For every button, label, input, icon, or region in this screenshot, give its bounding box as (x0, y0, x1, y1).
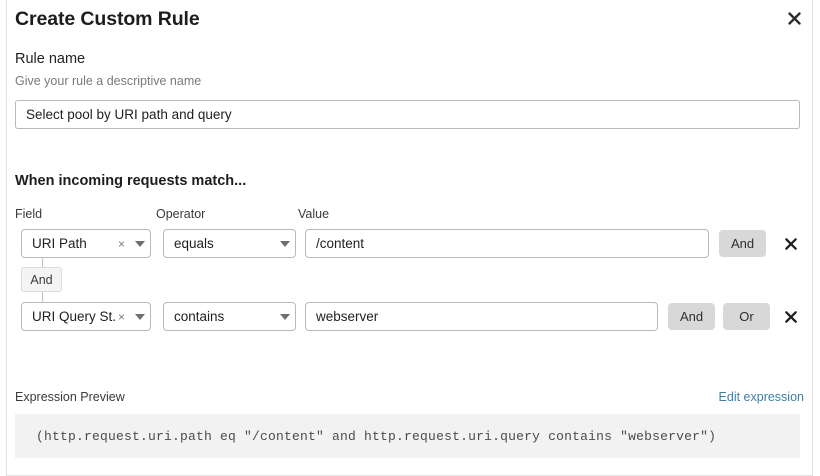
chevron-down-icon-row-2-field[interactable] (130, 313, 150, 320)
chevron-down-icon-row-2-operator[interactable] (275, 313, 295, 320)
field-select-row-1[interactable]: URI Path × (21, 229, 151, 258)
and-button-row-1[interactable]: And (719, 230, 766, 257)
conditions-heading: When incoming requests match... (15, 173, 247, 189)
expression-preview-box: (http.request.uri.path eq "/content" and… (15, 414, 800, 458)
dialog-title: Create Custom Rule (15, 8, 200, 30)
operator-select-row-1-value: equals (174, 236, 214, 251)
field-clear-icon-row-1[interactable]: × (117, 236, 125, 251)
rule-name-description: Give your rule a descriptive name (15, 74, 202, 88)
or-button-row-2[interactable]: Or (723, 303, 770, 330)
rule-name-input[interactable] (15, 100, 800, 129)
operator-select-row-1[interactable]: equals (163, 229, 296, 258)
field-clear-icon-row-2[interactable]: × (117, 309, 125, 324)
group-connector-and-badge[interactable]: And (21, 267, 62, 292)
edit-expression-link[interactable]: Edit expression (718, 390, 804, 404)
field-select-row-2-value: URI Query St... (32, 309, 116, 324)
operator-select-row-2-value: contains (174, 309, 225, 324)
create-custom-rule-dialog: Create Custom Rule Rule name Give your r… (6, 0, 813, 476)
column-header-value: Value (298, 207, 330, 221)
close-icon-glyph (787, 11, 801, 25)
row-connector-top (42, 257, 43, 269)
row-connector-bottom (42, 290, 43, 303)
remove-row-2-icon[interactable] (781, 307, 801, 327)
chevron-down-icon-row-1-field[interactable] (130, 240, 150, 247)
column-header-operator: Operator (156, 207, 206, 221)
close-icon-glyph (785, 311, 797, 323)
column-header-field: Field (15, 207, 43, 221)
value-input-row-1[interactable] (305, 229, 709, 258)
field-select-row-1-value: URI Path (32, 236, 87, 251)
and-button-row-2[interactable]: And (668, 303, 715, 330)
chevron-down-icon-row-1-operator[interactable] (275, 240, 295, 247)
expression-preview-text: (http.request.uri.path eq "/content" and… (36, 428, 717, 444)
operator-select-row-2[interactable]: contains (163, 302, 296, 331)
close-icon[interactable] (782, 6, 806, 30)
field-select-row-2[interactable]: URI Query St... × (21, 302, 151, 331)
value-input-row-2[interactable] (305, 302, 658, 331)
remove-row-1-icon[interactable] (781, 234, 801, 254)
expression-preview-label: Expression Preview (15, 390, 125, 404)
close-icon-glyph (785, 238, 797, 250)
rule-name-label: Rule name (15, 51, 86, 67)
